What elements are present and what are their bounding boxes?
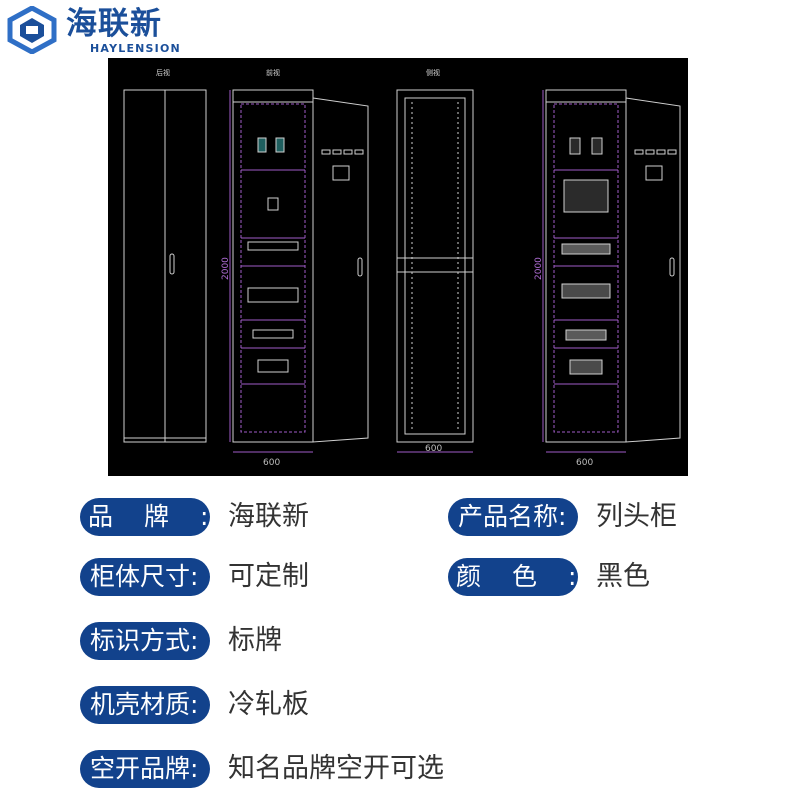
spec-housing-material-label-pill: 机壳材质: [80, 686, 210, 724]
spec-brand-label: 品牌: [88, 502, 240, 531]
front-height-dim: 2000 [221, 257, 231, 280]
spec-product-name-label-pill: 产品名称: [448, 498, 578, 536]
spec-housing-material-label: 机壳材质: [90, 690, 199, 719]
detail-width-dim: 600 [576, 458, 594, 468]
front-view [232, 89, 369, 443]
spec-brand-value: 海联新 [228, 501, 309, 532]
rear-view-label: 后视 [156, 69, 170, 77]
cabinet-drawing-svg [123, 89, 681, 453]
spec-marking-label-pill: 标识方式: [80, 622, 210, 660]
front-view-detail [545, 89, 681, 443]
logo-icon [7, 6, 57, 54]
spec-cabinet-size-label: 柜体尺寸: [90, 562, 199, 591]
spec-color-value: 黑色 [596, 561, 650, 592]
spec-housing-material-value: 冷轧板 [228, 689, 309, 720]
front-view-label: 前视 [266, 69, 280, 77]
detail-height-dim: 2000 [534, 257, 544, 280]
spec-color-label-pill: 颜色: [448, 558, 578, 596]
dimension-lines [229, 90, 626, 453]
brand-name-en: HAYLENSION [90, 42, 181, 55]
spec-breaker-brand-label-pill: 空开品牌: [80, 750, 210, 788]
spec-cabinet-size-value: 可定制 [228, 561, 309, 592]
front-width-dim: 600 [263, 458, 281, 468]
side-view-label: 侧视 [426, 69, 440, 77]
side-width-dim: 600 [425, 444, 443, 454]
spec-marking-label: 标识方式: [90, 626, 199, 655]
side-view [396, 89, 474, 443]
spec-marking-value: 标牌 [228, 625, 282, 656]
rear-view [123, 89, 207, 443]
spec-product-name-value: 列头柜 [596, 501, 677, 532]
spec-color-label: 颜色: [456, 562, 608, 591]
spec-breaker-brand-value: 知名品牌空开可选 [228, 753, 444, 784]
cabinet-drawing: 后视 前视 侧视 600 600 600 2000 2000 [108, 58, 688, 476]
spec-product-name-label: 产品名称: [458, 502, 567, 531]
spec-brand-label-pill: 品牌: [80, 498, 210, 536]
brand-logo: 海联新 HAYLENSION [6, 6, 206, 55]
spec-breaker-brand-label: 空开品牌: [90, 754, 199, 783]
spec-cabinet-size-label-pill: 柜体尺寸: [80, 558, 210, 596]
brand-name-cn: 海联新 [66, 6, 162, 42]
